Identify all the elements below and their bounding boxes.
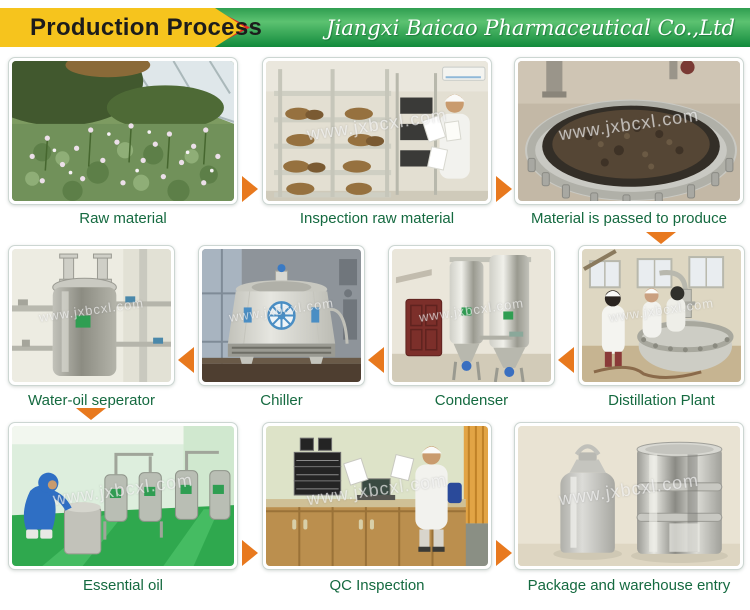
step-label-package-warehouse: Package and warehouse entry [527, 577, 731, 594]
extraction-tank-photo-art [518, 61, 740, 201]
photo-inspection-raw-material: www.jxbcxl.com [262, 57, 492, 205]
banner-background [0, 8, 750, 47]
step-label-inspection: Inspection raw material [299, 210, 455, 227]
flow-arrow-right-icon [496, 540, 512, 566]
step-label-raw-material: Raw material [79, 210, 167, 227]
raw-material-photo-art [12, 61, 234, 201]
flow-arrow-left-icon [558, 347, 574, 373]
flow-arrow-left-icon [368, 347, 384, 373]
separator-photo-art [12, 249, 171, 382]
inspection-photo-art [266, 61, 488, 201]
chiller-photo-art [202, 249, 361, 382]
photo-essential-oil: www.jxbcxl.com [8, 422, 238, 570]
page-title: Production Process [30, 14, 263, 41]
essential-oil-photo-art [12, 426, 234, 566]
flow-arrow-down-icon [76, 408, 106, 420]
photo-condenser: www.jxbcxl.com [388, 245, 555, 386]
photo-distillation-plant: www.jxbcxl.com [578, 245, 745, 386]
step-label-qc-inspection: QC Inspection [329, 577, 425, 594]
flow-arrow-right-icon [242, 176, 258, 202]
distillation-photo-art [582, 249, 741, 382]
photo-package-warehouse: www.jxbcxl.com [514, 422, 744, 570]
package-photo-art [518, 426, 740, 566]
flow-arrow-left-icon [178, 347, 194, 373]
step-label-essential-oil: Essential oil [82, 577, 164, 594]
photo-raw-material [8, 57, 238, 205]
photo-chiller: www.jxbcxl.com [198, 245, 365, 386]
condenser-photo-art [392, 249, 551, 382]
photo-material-passed: www.jxbcxl.com [514, 57, 744, 205]
flow-arrow-right-icon [496, 176, 512, 202]
qc-photo-art [266, 426, 488, 566]
company-name: Jiangxi Baicao Pharmaceutical Co.,Ltd [326, 16, 735, 40]
step-label-condenser: Condenser [434, 392, 509, 409]
step-label-material-passed: Material is passed to produce [531, 210, 727, 227]
step-label-chiller: Chiller [260, 392, 303, 409]
photo-water-oil-separator: www.jxbcxl.com [8, 245, 175, 386]
header-banner: Production Process Jiangxi Baicao Pharma… [0, 8, 750, 47]
flow-arrow-down-icon [646, 232, 676, 244]
step-label-distillation-plant: Distillation Plant [608, 392, 715, 409]
photo-qc-inspection: www.jxbcxl.com [262, 422, 492, 570]
flow-arrow-right-icon [242, 540, 258, 566]
step-label-water-oil-separator: Water-oil seperator [28, 392, 155, 409]
